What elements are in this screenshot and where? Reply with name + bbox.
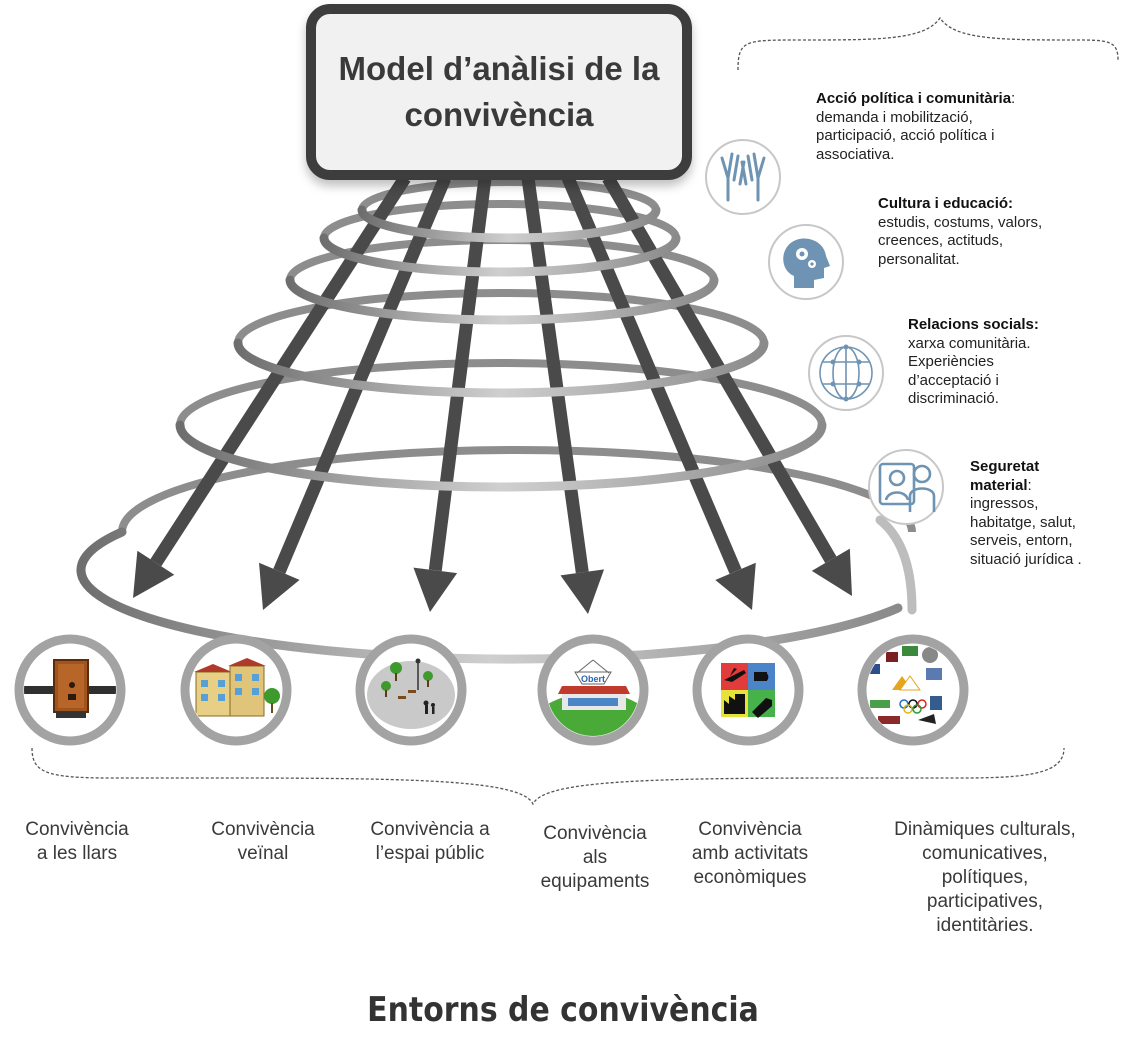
dimension-line: creences, actituds, (878, 232, 1004, 249)
dimension-line: habitatge, salut, (970, 513, 1076, 531)
person-screen-icon (868, 449, 944, 525)
dimension-line: discriminació. (908, 390, 999, 407)
arrow-head-3 (560, 569, 605, 614)
dimension-line: xarxa comunitària. (908, 334, 1031, 352)
env-label-public-space: Convivència a l’espai públic (370, 819, 490, 864)
bottom-brace (31, 747, 1065, 806)
env-label-facilities: Convivència als equipaments (540, 823, 650, 892)
dimension-line: d’acceptació i (908, 371, 999, 389)
env-label-neighbourhood: Convivència veïnal (211, 819, 315, 864)
dimension-line: personalitat. (878, 250, 960, 268)
title-box: Model d’anàlisi de la convivència (306, 4, 692, 180)
dimension-line: ingressos, (970, 495, 1039, 512)
dimension-heading: Acció política i comunitària (816, 90, 1012, 107)
dimension-culture: Cultura i educació: estudis, costums, va… (878, 195, 1042, 269)
arrow-head-2 (413, 567, 458, 612)
arrow-head-5 (811, 548, 852, 596)
dimension-heading: Cultura i educació: (878, 195, 1014, 212)
dimension-line: participació, acció política i (816, 127, 995, 144)
collage-icon (857, 634, 969, 746)
env-label-economic: Convivència amb activitats econòmiques (691, 819, 809, 888)
dimension-heading: material (970, 476, 1028, 494)
ring-front-halves (76, 205, 903, 664)
door-icon (14, 634, 126, 746)
arrow-shaft-3 (521, 177, 589, 574)
dimension-social: Relacions socials: xarxa comunitària. Ex… (908, 316, 1039, 409)
dimension-line: Experiències (908, 353, 994, 370)
facility-sign: Obert (581, 674, 605, 684)
top-brace (737, 16, 1119, 71)
dimension-line: situació jurídica . (970, 550, 1082, 568)
buildings-icon (180, 634, 292, 746)
dimension-line: serveis, entorn, (970, 532, 1073, 549)
env-label-homes: Convivència a les llars (25, 819, 129, 864)
arrow-head-4 (715, 562, 756, 610)
spiral-tail (875, 515, 917, 615)
dimension-politics: Acció política i comunitària: demanda i … (816, 90, 1016, 163)
arrow-shaft-1 (273, 175, 451, 574)
arrow-head-0 (133, 550, 175, 598)
dimension-line: estudis, costums, valors, (878, 213, 1043, 231)
dimension-security: Seguretat material: ingressos, habitatge… (970, 458, 1082, 568)
park-icon (355, 634, 467, 746)
arrow-shaft-2 (428, 177, 492, 572)
diagram-title: Model d’anàlisi de la convivència (338, 50, 660, 133)
env-label-cultural: Dinàmiques culturals, comunicatives, pol… (894, 819, 1076, 936)
head-gears-icon (768, 224, 844, 300)
arrow-shaft-4 (562, 175, 742, 574)
facility-icon: Obert (537, 634, 649, 746)
arrow-head-1 (259, 562, 300, 610)
dimension-line: associativa. (816, 145, 895, 163)
network-globe-icon (808, 335, 884, 411)
bottom-title: Entorns de convivència (367, 990, 759, 1030)
dimension-heading: Seguretat (970, 458, 1040, 475)
raised-hands-icon (705, 139, 781, 215)
economy-icon (692, 634, 804, 746)
dimension-heading: Relacions socials: (908, 316, 1039, 333)
dimension-line: demanda i mobilització, (816, 108, 973, 126)
